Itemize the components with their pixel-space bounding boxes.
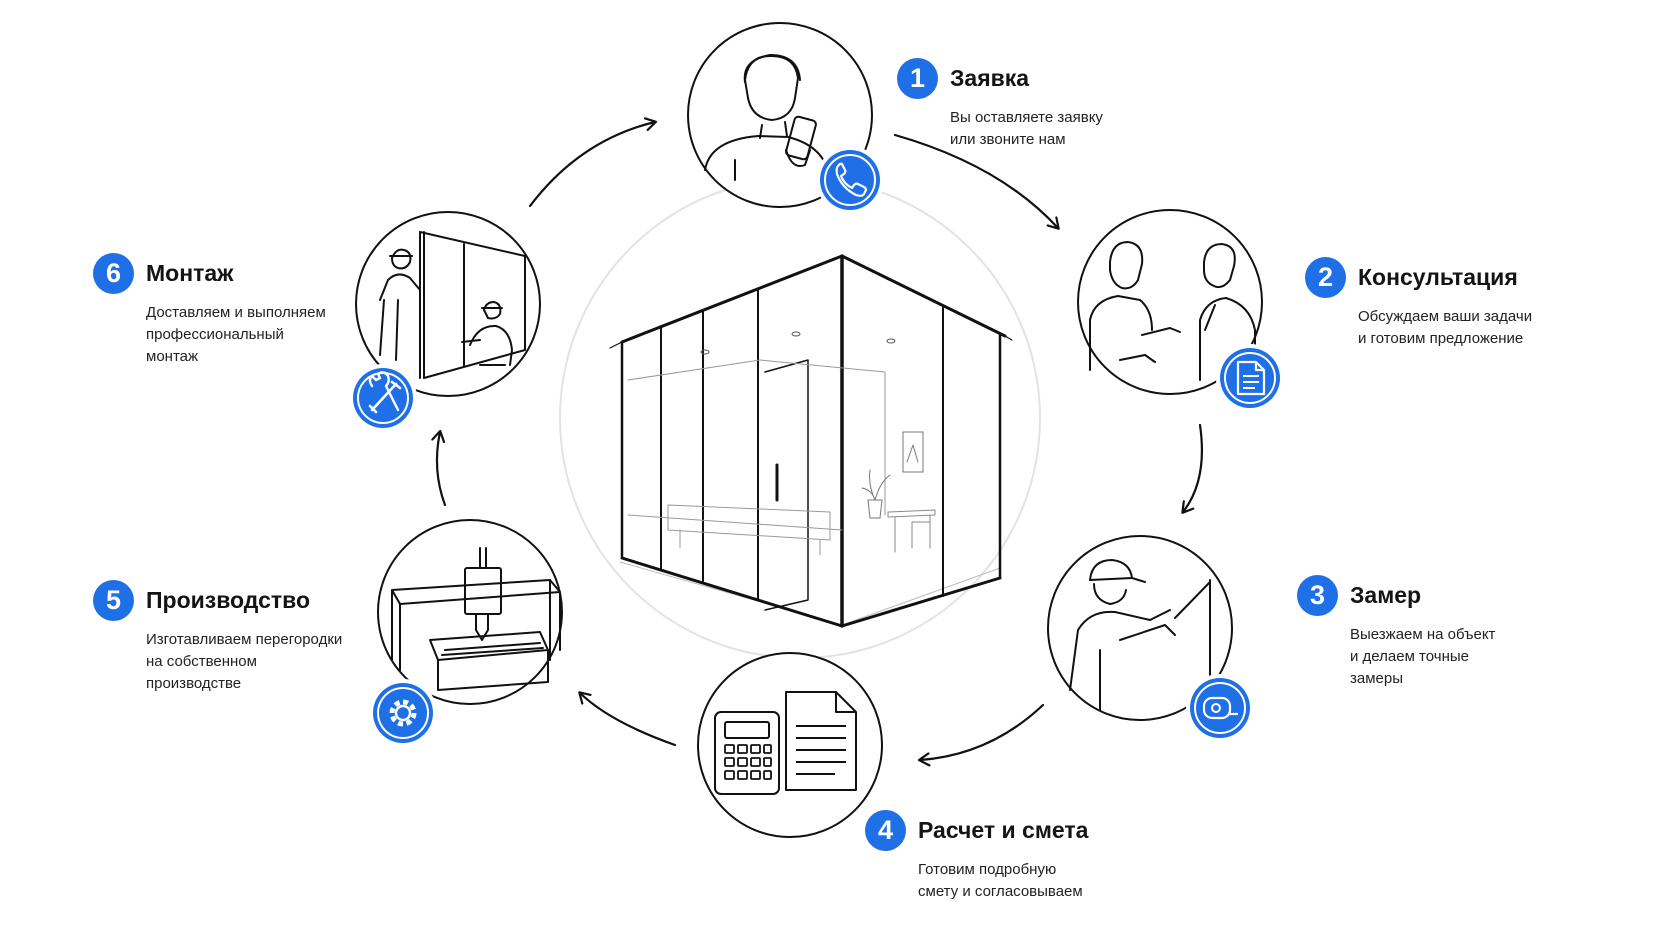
step-2-description: Обсуждаем ваши задачи и готовим предложе… — [1358, 306, 1532, 350]
phone-icon — [816, 146, 884, 214]
step-3-desc-line: замеры — [1350, 670, 1403, 687]
arrow-step5-to-step6 — [437, 432, 447, 507]
step-5-title: Производство — [146, 587, 311, 613]
arrow-step2-to-step3 — [1183, 423, 1203, 512]
step-1-desc-line: или звоните нам — [950, 131, 1066, 148]
step-5-description: Изготавливаем перегородки на собственном… — [146, 629, 342, 695]
step6-illustration — [355, 211, 541, 397]
step-1-description: Вы оставляете заявку или звоните нам — [950, 107, 1103, 151]
arrow-step6-to-step1 — [528, 122, 655, 208]
step5-illustration — [377, 519, 563, 705]
step-3-number: 3 — [1297, 575, 1338, 616]
step-6-number: 6 — [93, 253, 134, 294]
step-6: 6 Монтаж Доставляем и выполняем професси… — [93, 253, 326, 368]
step-2: 2 Консультация Обсуждаем ваши задачи и г… — [1305, 257, 1532, 350]
step-5-number: 5 — [93, 580, 134, 621]
step-6-description: Доставляем и выполняем профессиональный … — [146, 302, 326, 368]
step-2-desc-line: и готовим предложение — [1358, 330, 1524, 347]
gear-icon — [369, 679, 437, 747]
arrow-step4-to-step5 — [580, 693, 677, 747]
step-4: 4 Расчет и смета Готовим подробную смету… — [865, 810, 1088, 903]
wrench-screwdriver-icon — [349, 364, 417, 432]
center-background-circle — [559, 177, 1041, 659]
process-arrows — [437, 122, 1203, 760]
step-2-title: Консультация — [1358, 264, 1518, 290]
step-1-number: 1 — [897, 58, 938, 99]
step-1-title: Заявка — [950, 65, 1030, 91]
step-3-desc-line: и делаем точные — [1350, 648, 1469, 665]
step-6-desc-line: монтаж — [146, 348, 199, 365]
step4-illustration — [697, 652, 883, 838]
step-3-description: Выезжаем на объект и делаем точные замер… — [1350, 624, 1495, 690]
step2-illustration — [1077, 209, 1263, 395]
step-6-title: Монтаж — [146, 260, 234, 286]
step-6-desc-line: профессиональный — [146, 326, 284, 343]
step-5-desc-line: Изготавливаем перегородки — [146, 631, 343, 648]
step-6-desc-line: Доставляем и выполняем — [146, 304, 326, 321]
glass-office-partition-illustration — [609, 254, 1013, 628]
step-2-number: 2 — [1305, 257, 1346, 298]
step-3: 3 Замер Выезжаем на объект и делаем точн… — [1297, 575, 1495, 690]
step-4-title: Расчет и смета — [918, 817, 1089, 843]
step-1-desc-line: Вы оставляете заявку — [950, 109, 1103, 126]
document-icon — [1216, 344, 1284, 412]
step-1: 1 Заявка Вы оставляете заявку или звонит… — [897, 58, 1103, 151]
tape-measure-icon — [1186, 674, 1254, 742]
step3-illustration — [1047, 535, 1233, 721]
step-3-desc-line: Выезжаем на объект — [1350, 626, 1496, 643]
step-4-desc-line: смету и согласовываем — [918, 883, 1083, 900]
step-4-number: 4 — [865, 810, 906, 851]
step-5: 5 Производство Изготавливаем перегородки… — [93, 580, 342, 695]
step-4-description: Готовим подробную смету и согласовываем — [918, 859, 1088, 903]
arrow-step1-to-step2 — [893, 133, 1058, 228]
step-3-title: Замер — [1350, 582, 1422, 608]
step-5-desc-line: производстве — [146, 675, 242, 692]
step-4-desc-line: Готовим подробную — [918, 861, 1057, 878]
step-2-desc-line: Обсуждаем ваши задачи — [1358, 308, 1533, 325]
arrow-step3-to-step4 — [920, 703, 1045, 760]
step-5-desc-line: на собственном — [146, 653, 257, 670]
